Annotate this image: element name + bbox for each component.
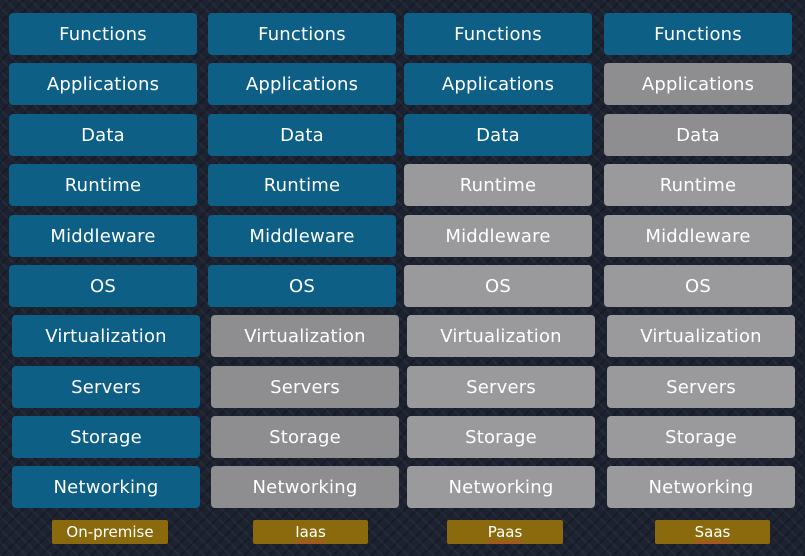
layer-storage-provider: Storage — [607, 416, 795, 458]
service-model-label: Paas — [447, 520, 563, 544]
layer-servers-customer: Servers — [12, 366, 200, 408]
service-model-label-text: Saas — [694, 523, 731, 541]
layer-virtualization-provider: Virtualization — [211, 315, 399, 357]
layer-storage-provider: Storage — [211, 416, 399, 458]
service-model-label-text: Paas — [487, 523, 523, 541]
layer-servers-provider: Servers — [211, 366, 399, 408]
layer-storage-provider: Storage — [407, 416, 595, 458]
service-model-label: On-premise — [52, 520, 168, 544]
layer-data-customer: Data — [9, 114, 197, 156]
layer-os-customer: OS — [9, 265, 197, 307]
layer-runtime-provider: Runtime — [604, 164, 792, 206]
layer-applications-provider: Applications — [604, 63, 792, 105]
layer-networking-provider: Networking — [211, 466, 399, 508]
layer-data-provider: Data — [604, 114, 792, 156]
layer-middleware-customer: Middleware — [9, 215, 197, 257]
layer-runtime-provider: Runtime — [404, 164, 592, 206]
layer-applications-customer: Applications — [404, 63, 592, 105]
service-model-label-text: Iaas — [295, 523, 326, 541]
layer-networking-provider: Networking — [607, 466, 795, 508]
layer-os-customer: OS — [208, 265, 396, 307]
layer-os-provider: OS — [604, 265, 792, 307]
layer-virtualization-provider: Virtualization — [407, 315, 595, 357]
layer-functions-customer: Functions — [208, 13, 396, 55]
service-model-label-text: On-premise — [66, 523, 154, 541]
layer-applications-customer: Applications — [208, 63, 396, 105]
layer-virtualization-provider: Virtualization — [607, 315, 795, 357]
layer-servers-provider: Servers — [407, 366, 595, 408]
layer-data-customer: Data — [208, 114, 396, 156]
layer-middleware-provider: Middleware — [604, 215, 792, 257]
layer-networking-customer: Networking — [12, 466, 200, 508]
layer-networking-provider: Networking — [407, 466, 595, 508]
layer-runtime-customer: Runtime — [9, 164, 197, 206]
layer-middleware-provider: Middleware — [404, 215, 592, 257]
service-model-label: Saas — [655, 520, 770, 544]
layer-virtualization-customer: Virtualization — [12, 315, 200, 357]
layer-applications-customer: Applications — [9, 63, 197, 105]
layer-storage-customer: Storage — [12, 416, 200, 458]
layer-data-customer: Data — [404, 114, 592, 156]
layer-runtime-customer: Runtime — [208, 164, 396, 206]
layer-functions-customer: Functions — [604, 13, 792, 55]
layer-functions-customer: Functions — [9, 13, 197, 55]
layer-middleware-customer: Middleware — [208, 215, 396, 257]
service-model-label: Iaas — [253, 520, 368, 544]
layer-os-provider: OS — [404, 265, 592, 307]
layer-functions-customer: Functions — [404, 13, 592, 55]
layer-servers-provider: Servers — [607, 366, 795, 408]
